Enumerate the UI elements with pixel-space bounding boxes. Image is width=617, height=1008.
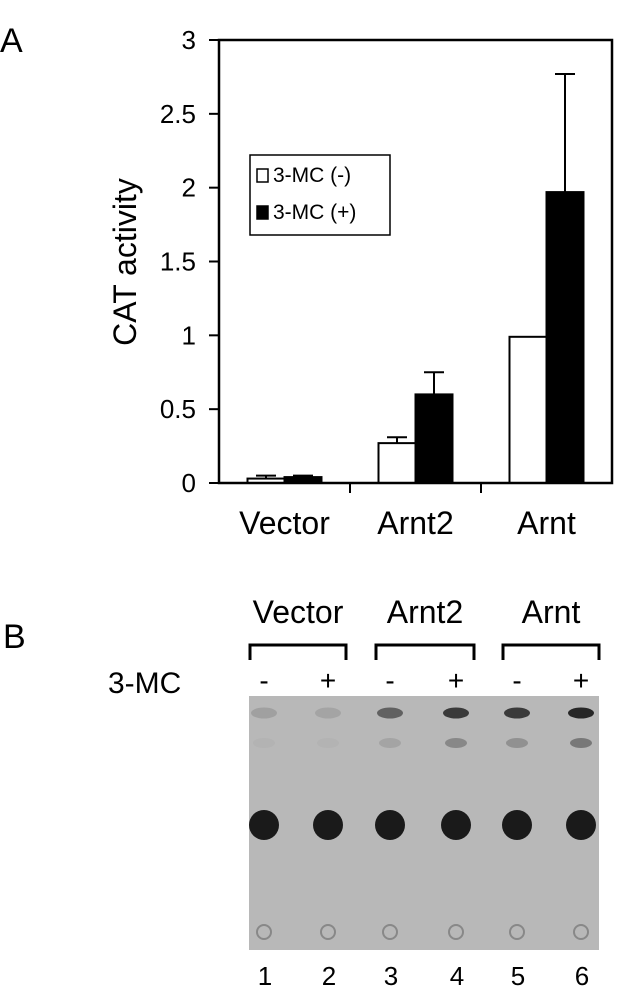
origin-spot — [509, 924, 525, 940]
treatment-label: 3-MC — [108, 667, 181, 700]
lane-numbers: 1 2 3 4 5 6 — [258, 961, 589, 991]
bar — [508, 335, 548, 484]
y-axis-ticks: 0 0.5 1 1.5 2 2.5 3 — [160, 25, 219, 498]
product-spot — [568, 707, 594, 719]
product-spot — [251, 707, 277, 719]
tlc-group-bracket — [501, 643, 601, 660]
lane-number: 5 — [511, 961, 525, 991]
tlc-group-label: Arnt — [522, 594, 581, 630]
x-category-label: Vector — [239, 505, 330, 541]
tlc-group-label: Vector — [253, 594, 344, 630]
legend: 3-MC (-) 3-MC (+) — [249, 154, 391, 236]
bars — [246, 191, 585, 485]
x-category-label: Arnt2 — [377, 505, 453, 541]
tlc-group-label: Arnt2 — [387, 594, 463, 630]
treatment-sign: + — [573, 665, 589, 696]
bar — [377, 442, 417, 485]
y-tick-label: 1 — [182, 320, 196, 350]
substrate-spot — [375, 810, 405, 840]
minor-product-spot — [379, 738, 401, 748]
origin-spot — [448, 924, 464, 940]
product-spot — [504, 707, 530, 719]
error-bars — [256, 72, 575, 479]
substrate-spot — [441, 810, 471, 840]
lane-number: 1 — [258, 961, 272, 991]
substrate-spot — [249, 810, 279, 840]
y-axis-title: CAT activity — [107, 178, 143, 346]
treatment-sign: + — [448, 665, 464, 696]
legend-swatch — [256, 168, 269, 183]
substrate-spot — [313, 810, 343, 840]
lane-number: 2 — [322, 961, 336, 991]
substrate-spot — [566, 810, 596, 840]
minor-product-spot — [570, 738, 592, 748]
y-tick-label: 0.5 — [160, 394, 196, 424]
legend-swatch — [256, 205, 269, 220]
tlc-group-bracket — [248, 643, 348, 660]
y-tick-label: 2.5 — [160, 99, 196, 129]
lane-number: 6 — [575, 961, 589, 991]
y-tick-label: 0 — [182, 468, 196, 498]
origin-spot — [256, 924, 272, 940]
y-tick-label: 1.5 — [160, 247, 196, 277]
tlc-group-headers: Vector - + Arnt2 - + Arnt - + — [248, 594, 601, 696]
product-spot — [443, 707, 469, 719]
tlc-spots — [249, 707, 596, 940]
y-tick-label: 2 — [182, 173, 196, 203]
treatment-sign: - — [385, 665, 394, 696]
legend-label: 3-MC (-) — [273, 164, 351, 187]
bar — [545, 191, 585, 484]
treatment-sign: + — [320, 665, 336, 696]
panel-a-label: A — [0, 22, 23, 60]
origin-spot — [573, 924, 589, 940]
product-spot — [377, 707, 403, 719]
minor-product-spot — [253, 738, 275, 748]
substrate-spot — [502, 810, 532, 840]
plot-frame — [217, 38, 614, 485]
product-spot — [315, 707, 341, 719]
minor-product-spot — [506, 738, 528, 748]
panel-b-label: B — [3, 618, 26, 656]
legend-label: 3-MC (+) — [273, 201, 356, 224]
minor-product-spot — [445, 738, 467, 748]
lane-number: 3 — [384, 961, 398, 991]
bar-chart: CAT activity 0 0.5 1 1.5 2 2.5 3 Vector Arnt2 Ar… — [107, 25, 614, 541]
origin-spot — [382, 924, 398, 940]
tlc-panel: 3-MC Vector - + Arnt2 - + Arnt - + 1 2 3 4 5 6 — [108, 594, 601, 991]
lane-number: 4 — [450, 961, 464, 991]
bar — [414, 393, 454, 484]
tlc-group-bracket — [374, 643, 476, 660]
y-tick-label: 3 — [182, 25, 196, 55]
x-axis-categories: Vector Arnt2 Arnt — [239, 483, 576, 541]
minor-product-spot — [317, 738, 339, 748]
tlc-plate — [249, 696, 599, 950]
origin-spot — [320, 924, 336, 940]
x-category-label: Arnt — [517, 505, 576, 541]
legend-box — [249, 154, 391, 236]
treatment-sign: - — [512, 665, 521, 696]
treatment-sign: - — [259, 665, 268, 696]
